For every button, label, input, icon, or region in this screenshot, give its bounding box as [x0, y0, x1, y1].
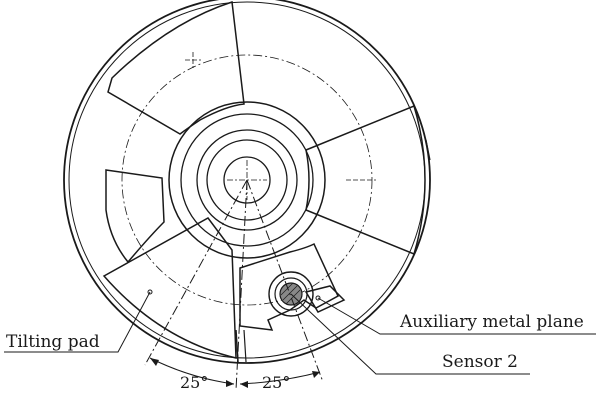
- tilting-pad-right: [305, 104, 426, 256]
- tilting-pad-lower-right: [239, 242, 339, 331]
- angle-arrow-right-mid: [240, 381, 248, 388]
- hub-ring-outer: [168, 101, 326, 259]
- label-tilting-pad: Tilting pad: [6, 332, 100, 352]
- outer-housing-circle: [63, 0, 431, 364]
- rim-notch-right: [425, 139, 431, 161]
- angle-label-right: 25°: [262, 373, 290, 392]
- tilting-pad-lower-left: [102, 217, 237, 359]
- hub-ring-2: [196, 129, 298, 231]
- angle-arc-right: [239, 371, 321, 385]
- sensor-hatch-1: [282, 285, 298, 301]
- label-sensor-2: Sensor 2: [442, 352, 518, 372]
- leader-sensor-2: [290, 293, 530, 375]
- auxiliary-metal-plane-shape: [304, 285, 346, 313]
- sensor-2-middle-ring: [274, 277, 308, 311]
- label-auxiliary-metal-plane: Auxiliary metal plane: [399, 312, 584, 332]
- tilting-pad-top: [107, 1, 245, 135]
- leader-tilting-pad: [4, 291, 151, 353]
- leader-auxiliary-metal-plane: [317, 297, 596, 335]
- aux-plane-dot: [315, 295, 321, 301]
- angle-arrow-left-end: [150, 358, 159, 366]
- radial-line-center: [235, 179, 248, 391]
- hub-ring-3: [180, 113, 314, 247]
- radial-line-right: [246, 179, 324, 383]
- sensor-hatch-3: [280, 282, 294, 296]
- angle-arrow-right-end: [312, 371, 320, 378]
- bottom-vertical-divider-2: [243, 329, 247, 363]
- sensor-hatch-2: [285, 289, 301, 305]
- angle-label-left: 25°: [180, 373, 208, 392]
- angle-arrow-left-mid: [226, 380, 234, 387]
- radial-line-left: [144, 179, 248, 366]
- shaft-circle: [223, 156, 271, 204]
- sensor-2-outer-ring: [268, 271, 314, 317]
- hub-ring-1: [206, 139, 288, 221]
- pad-pivot-dot: [147, 289, 153, 295]
